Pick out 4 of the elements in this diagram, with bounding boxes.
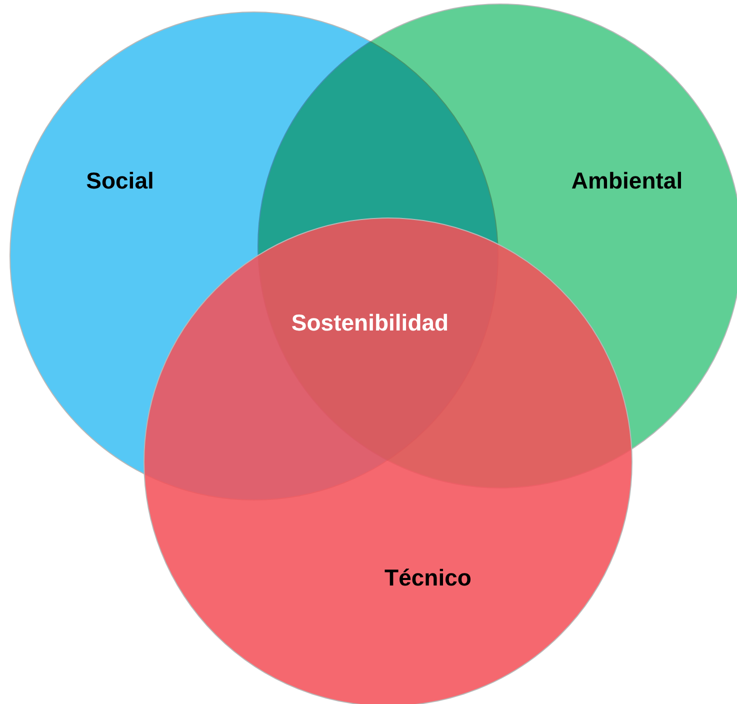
circle-label: Ambiental bbox=[571, 168, 683, 194]
intersection-label: Sostenibilidad bbox=[291, 310, 449, 336]
circle-label: Social bbox=[86, 168, 154, 194]
circle-label: Técnico bbox=[384, 564, 472, 592]
